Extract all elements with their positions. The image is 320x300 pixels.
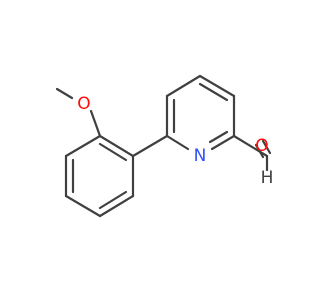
- bond-benzene-3: [98, 194, 135, 218]
- bond-methyl-oxygen: [55, 87, 74, 100]
- bond-biaryl: [131, 134, 169, 158]
- bond-benzene-double-3: [98, 142, 128, 162]
- atom-nitrogen-ring: N: [194, 146, 207, 166]
- bond-pyridine-2: [165, 74, 202, 98]
- bond-pyridine-double-2: [198, 82, 229, 102]
- bond-pyridine-3: [198, 74, 236, 98]
- bond-carbonyl-double-a: [254, 143, 265, 159]
- atom-hydrogen-aldehyde: H: [261, 168, 274, 188]
- bond-pyridine-double-3: [208, 130, 229, 144]
- bond-benzene-1: [98, 134, 135, 158]
- molecule-canvas: O N O H: [55, 74, 274, 218]
- atom-oxygen-methoxy: O: [77, 94, 90, 114]
- atom-oxygen-aldehyde: O: [255, 136, 268, 156]
- bond-oxygen-aryl: [89, 109, 102, 138]
- bond-pyridine-6: [165, 134, 190, 151]
- molecule-structure: O N O H: [55, 74, 274, 218]
- bond-carbonyl-double-b: [261, 139, 272, 155]
- bond-benzene-double-1: [98, 190, 128, 210]
- bond-benzene-4: [64, 194, 102, 218]
- bond-pyridine-5: [210, 134, 236, 151]
- bond-benzene-6: [64, 134, 102, 158]
